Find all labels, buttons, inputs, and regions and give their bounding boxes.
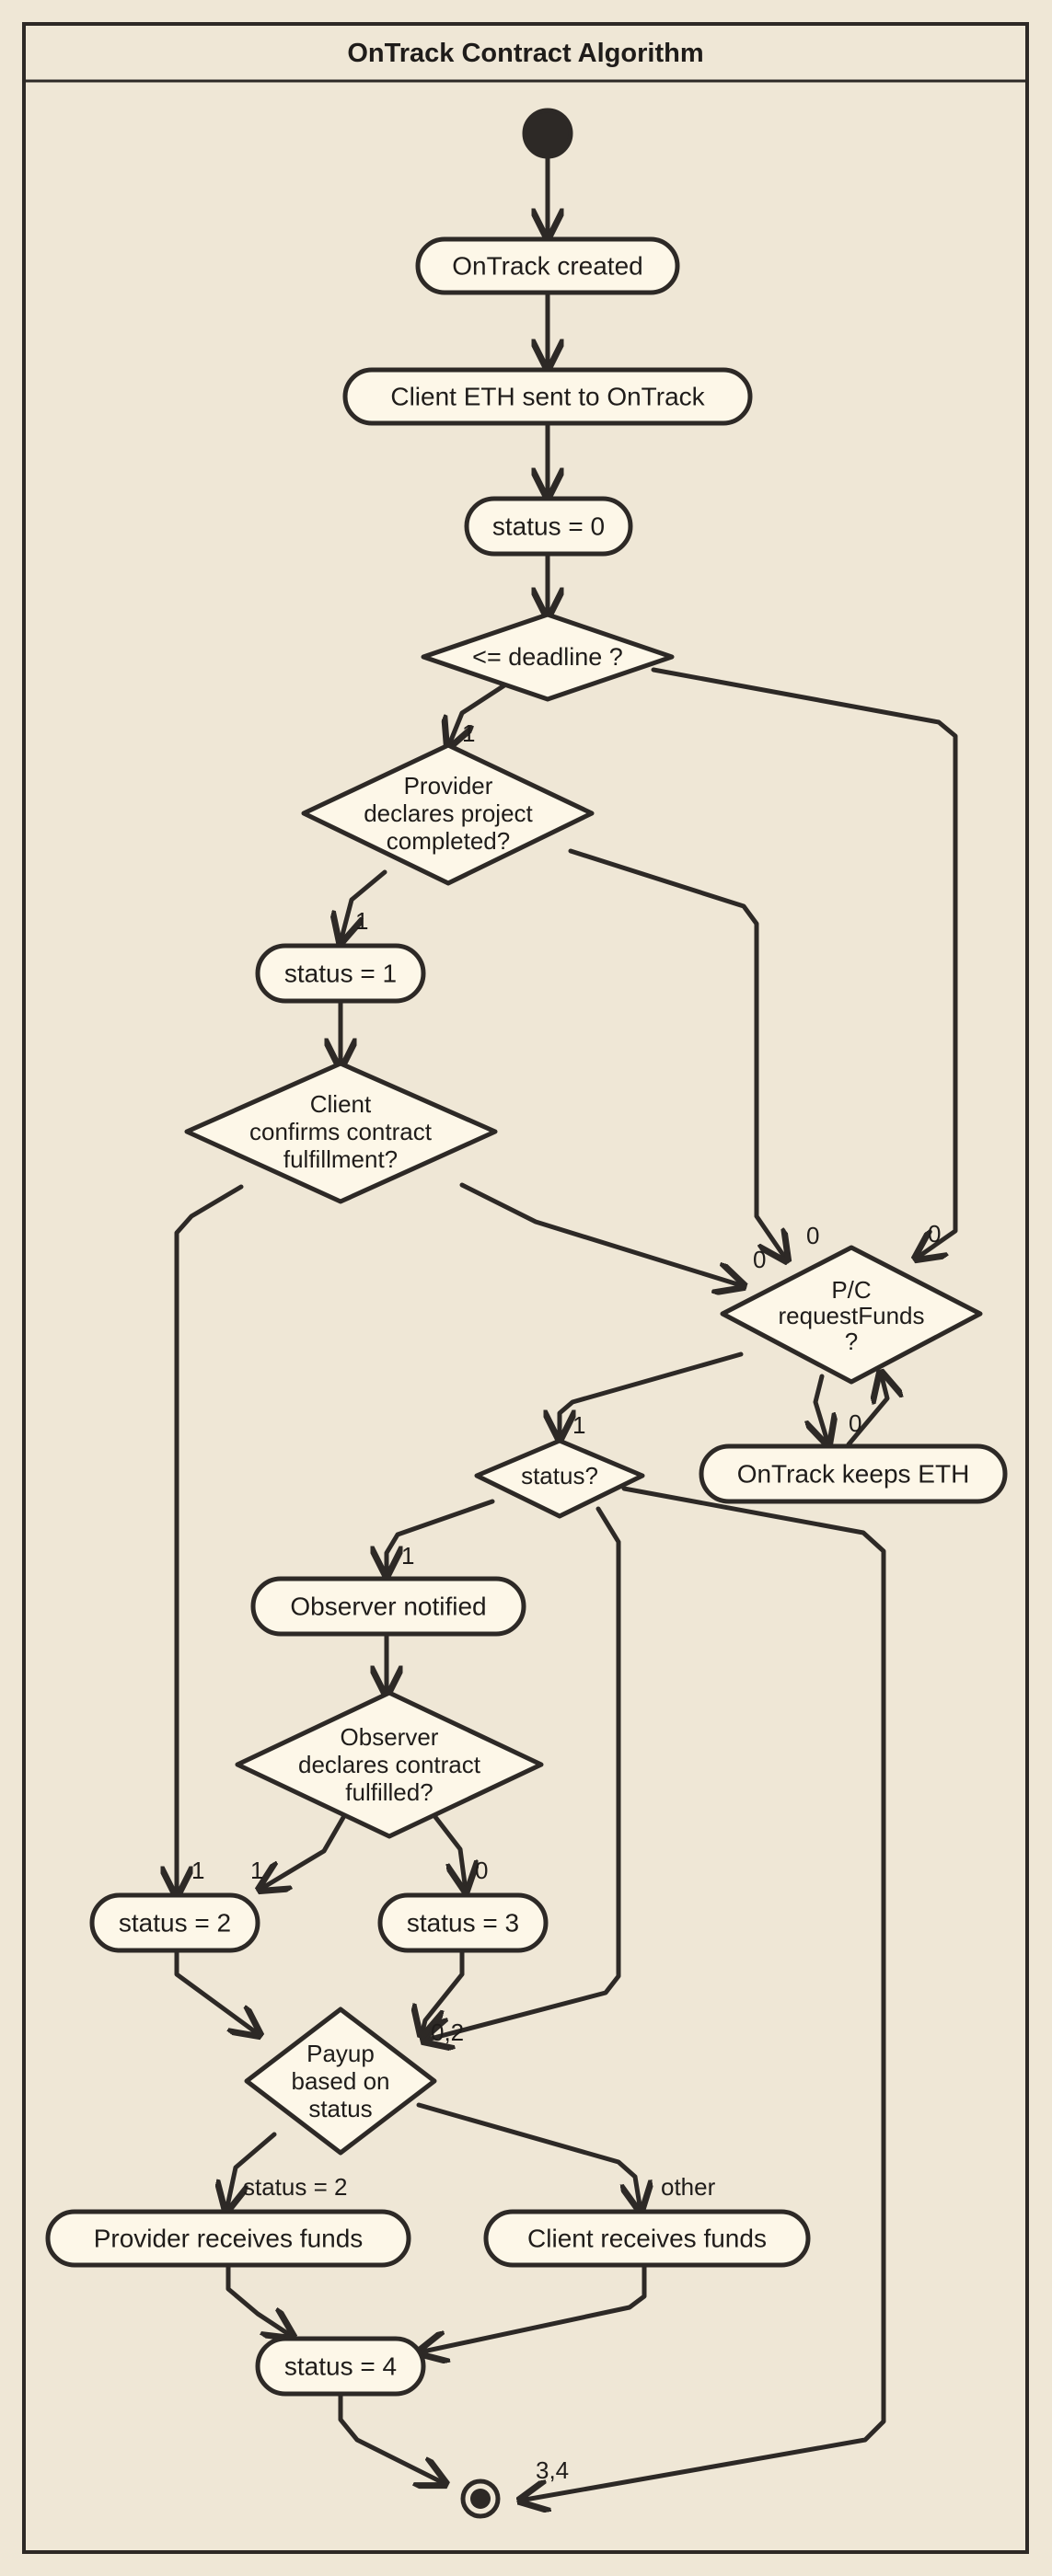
decision-observer-line3: fulfilled?: [345, 1778, 433, 1806]
node-status4: status = 4: [255, 2336, 426, 2397]
node-status1: status = 1: [255, 943, 426, 1004]
node-status3: status = 3: [377, 1892, 549, 1953]
edge-label-keeps-back: 0: [849, 1409, 861, 1437]
edge-observer-to-status3: [433, 1814, 466, 1891]
node-status2-label: status = 2: [119, 1909, 231, 1938]
edge-label-status-q-1: 1: [401, 1542, 414, 1570]
node-created-label: OnTrack created: [452, 252, 642, 281]
edge-payup-to-provider-receives: [226, 2132, 277, 2211]
edge-label-payup-other: other: [661, 2173, 716, 2201]
edge-label-client-no: 0: [753, 1246, 766, 1273]
decision-deadline-label: <= deadline ?: [472, 643, 623, 671]
node-status1-label: status = 1: [284, 960, 397, 988]
edge-provider-receives-to-status4: [225, 2262, 293, 2337]
decision-status-q: status?: [474, 1438, 645, 1519]
node-provider-receives: Provider receives funds: [45, 2209, 411, 2268]
edge-status-q-to-final: [520, 1486, 886, 2501]
decision-client-confirms: Client confirms contract fulfillment?: [184, 1061, 498, 1204]
decision-request-line3: ?: [845, 1328, 858, 1355]
edge-status3-to-payup: [422, 1946, 465, 2035]
edge-label-observer-no: 0: [475, 1857, 488, 1884]
node-keeps-eth-label: OnTrack keeps ETH: [737, 1460, 970, 1489]
edge-label-provider-yes: 1: [355, 907, 368, 935]
decision-provider-declares: Provider declares project completed?: [301, 742, 595, 886]
decision-payup-line3: status: [308, 2095, 372, 2122]
node-client-receives: Client receives funds: [483, 2209, 811, 2268]
node-keeps-eth: OnTrack keeps ETH: [699, 1443, 1008, 1504]
edge-observer-to-status2: [260, 1811, 348, 1890]
decision-client-line3: fulfillment?: [283, 1145, 398, 1173]
final-node: [460, 2478, 501, 2519]
decision-payup-line1: Payup: [306, 2040, 375, 2067]
edge-label-deadline-no: 0: [928, 1220, 941, 1248]
edge-provider-to-request-funds: [568, 848, 787, 1260]
decision-status-q-label: status?: [521, 1462, 598, 1489]
decision-observer-line2: declares contract: [298, 1751, 481, 1778]
node-observer-notified: Observer notified: [250, 1576, 526, 1637]
edge-status-q-to-payup: [423, 1506, 621, 2041]
decision-request-line1: P/C: [831, 1276, 871, 1304]
node-status3-label: status = 3: [407, 1909, 519, 1938]
edge-label-deadline-yes: 1: [462, 719, 475, 747]
node-observer-notified-label: Observer notified: [290, 1593, 486, 1621]
edge-label-payup-02: 0,2: [431, 2018, 464, 2046]
edge-payup-to-client-receives: [416, 2102, 641, 2211]
edge-client-to-status2: [177, 1184, 244, 1895]
edge-label-provider-no: 0: [806, 1222, 819, 1249]
node-eth-sent-label: Client ETH sent to OnTrack: [390, 383, 705, 411]
edge-client-to-request-funds: [459, 1182, 744, 1286]
decision-provider-line3: completed?: [387, 827, 510, 855]
edge-provider-to-status1: [341, 869, 387, 942]
edge-request-to-keeps-eth: [815, 1374, 828, 1444]
node-status0: status = 0: [464, 496, 633, 557]
edge-status2-to-payup: [174, 1946, 260, 2035]
edge-label-client-yes: 1: [191, 1857, 204, 1884]
diagram-title: OnTrack Contract Algorithm: [347, 39, 703, 68]
edge-label-final-34: 3,4: [536, 2456, 569, 2484]
node-status0-label: status = 0: [492, 512, 605, 541]
edge-label-observer-yes: 1: [250, 1857, 263, 1884]
node-eth-sent: Client ETH sent to OnTrack: [342, 367, 753, 426]
decision-request-funds: P/C requestFunds ?: [720, 1245, 983, 1385]
decision-request-line2: requestFunds: [779, 1302, 925, 1329]
node-status4-label: status = 4: [284, 2352, 397, 2381]
edge-status-q-to-observer-notified: [387, 1499, 495, 1575]
edge-status4-to-final: [338, 2391, 445, 2484]
node-created: OnTrack created: [415, 236, 680, 295]
edge-label-payup-status2: status = 2: [243, 2173, 347, 2201]
edge-keeps-eth-to-request: [846, 1373, 887, 1447]
decision-payup: Payup based on status: [244, 2007, 437, 2156]
decision-deadline: <= deadline ?: [421, 612, 675, 702]
edge-client-receives-to-status4: [419, 2262, 647, 2352]
edge-deadline-to-provider: [448, 683, 507, 747]
decision-client-line1: Client: [310, 1090, 372, 1118]
node-status2: status = 2: [89, 1892, 260, 1953]
decision-provider-line2: declares project: [364, 799, 533, 827]
decision-payup-line2: based on: [292, 2067, 390, 2095]
node-provider-receives-label: Provider receives funds: [94, 2225, 364, 2253]
decision-observer-line1: Observer: [341, 1723, 439, 1751]
edge-label-request-yes: 1: [572, 1411, 585, 1439]
decision-client-line2: confirms contract: [249, 1118, 433, 1145]
node-client-receives-label: Client receives funds: [527, 2225, 767, 2253]
decision-observer-declares: Observer declares contract fulfilled?: [235, 1690, 544, 1839]
edge-deadline-to-request-funds: [651, 667, 958, 1259]
initial-node: [522, 108, 573, 159]
edge-request-to-status-q: [560, 1351, 744, 1439]
decision-provider-line1: Provider: [404, 772, 493, 799]
